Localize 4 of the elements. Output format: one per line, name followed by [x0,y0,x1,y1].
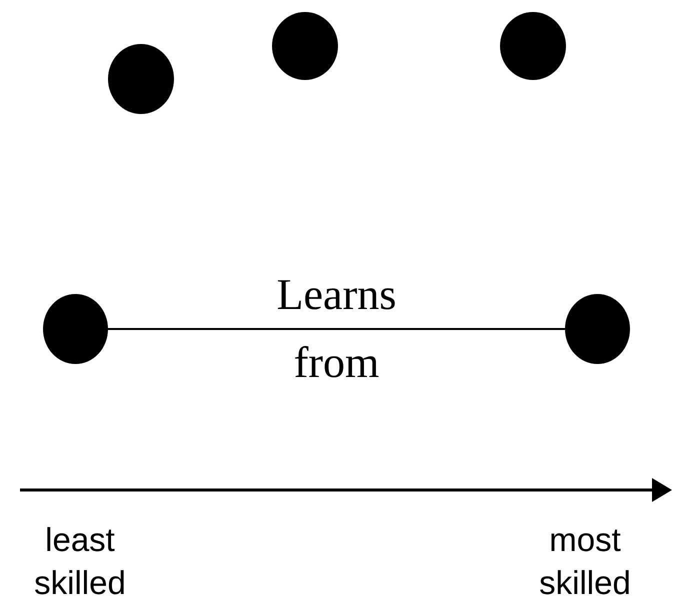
edge-label: Learns from [276,269,398,389]
axis-label: least skilled [33,520,127,603]
axis-label: most skilled [538,520,632,603]
connector-line [108,328,565,330]
